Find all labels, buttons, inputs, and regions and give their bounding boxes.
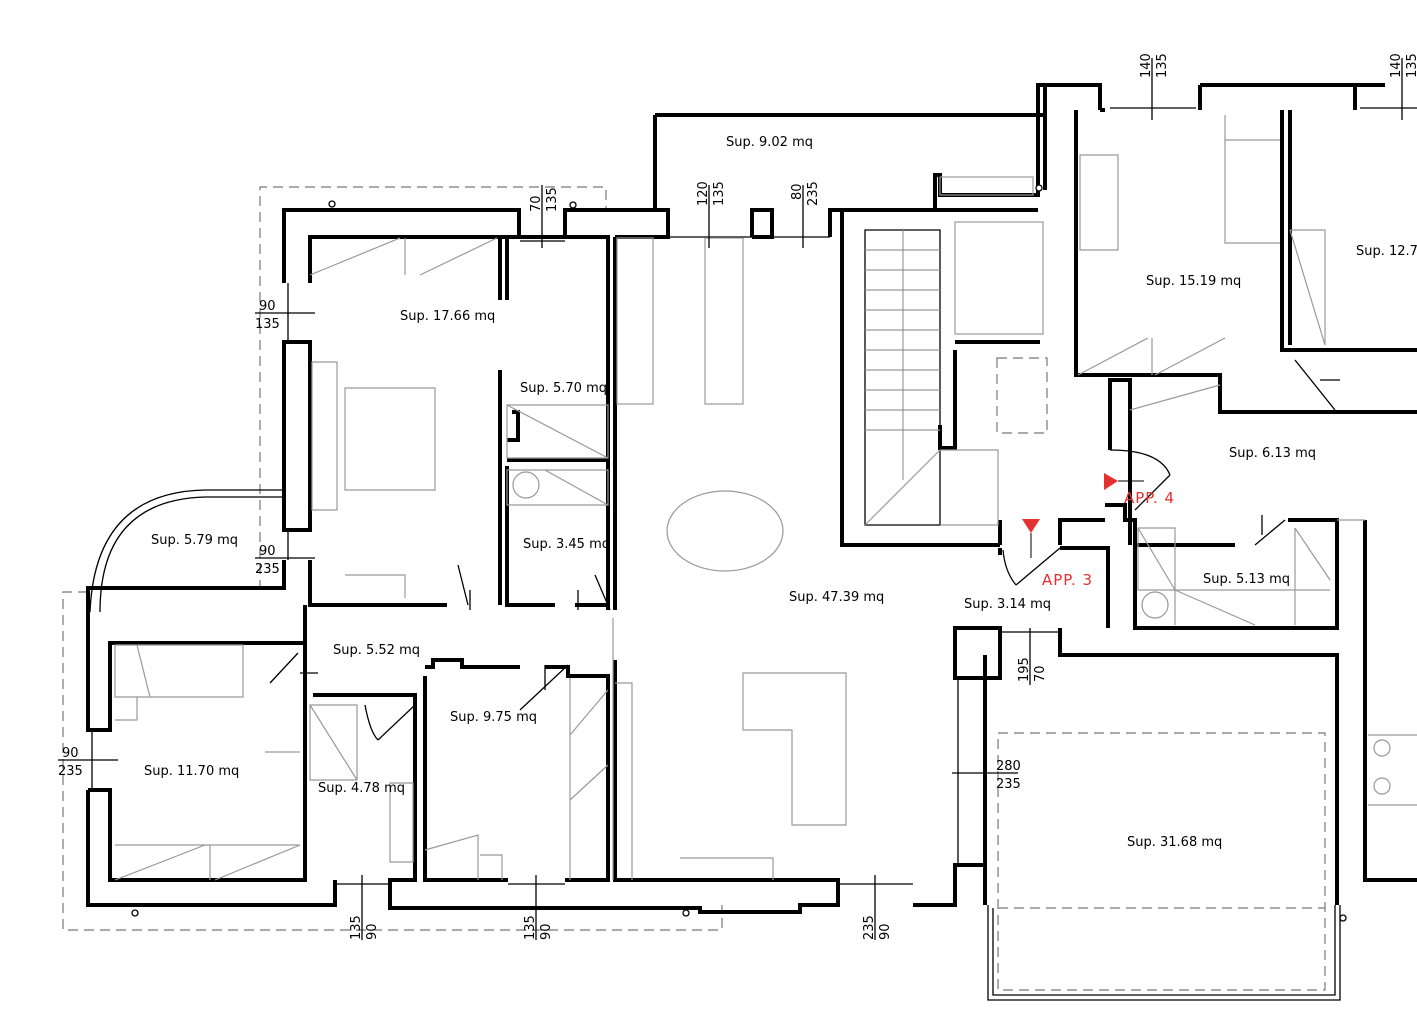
room-label: Sup. 5.70 mq — [520, 381, 607, 396]
dimension-value: 135 — [349, 915, 364, 940]
dimensions: 70 135 120 135 80 235 140 135 140 135 90… — [58, 53, 1417, 940]
dimension-value: 90 — [259, 299, 276, 314]
dimension-value: 235 — [806, 181, 821, 206]
dimension-value: 70 — [529, 195, 544, 212]
room-label: Sup. 47.39 mq — [789, 590, 884, 605]
apartment-label-app4: APP. 4 — [1124, 489, 1175, 507]
windows — [89, 107, 1417, 1001]
room-label: Sup. 11.70 mq — [144, 764, 239, 779]
room-labels: Sup. 9.02 mq Sup. 17.66 mq Sup. 5.70 mq … — [144, 135, 1417, 850]
doors — [269, 359, 1340, 741]
dimension-value: 90 — [365, 923, 380, 940]
room-label: Sup. 31.68 mq — [1127, 835, 1222, 850]
walls — [86, 83, 1417, 914]
dimension-value: 140 — [1389, 53, 1404, 78]
downpipes — [131, 184, 1347, 922]
dimension-value: 90 — [539, 923, 554, 940]
room-label: Sup. 5.52 mq — [333, 643, 420, 658]
dimension-value: 280 — [996, 759, 1021, 774]
entrance-arrow-app3 — [1022, 519, 1040, 533]
dimension-value: 135 — [1155, 53, 1170, 78]
dimension-value: 135 — [255, 317, 280, 332]
dimension-value: 140 — [1139, 53, 1154, 78]
dimension-value: 120 — [696, 181, 711, 206]
room-label: Sup. 4.78 mq — [318, 781, 405, 796]
room-label: Sup. 5.13 mq — [1203, 572, 1290, 587]
dimension-value: 135 — [712, 181, 727, 206]
terrace-outlines — [62, 186, 1326, 991]
room-label: Sup. 12.77 m — [1356, 244, 1417, 259]
dimension-value: 135 — [545, 187, 560, 212]
room-label: Sup. 3.45 mq — [523, 537, 610, 552]
room-label: Sup. 5.79 mq — [151, 533, 238, 548]
apartment-label-app3: APP. 3 — [1042, 571, 1093, 589]
dimension-value: 235 — [862, 915, 877, 940]
room-label: Sup. 15.19 mq — [1146, 274, 1241, 289]
dimension-value: 90 — [62, 746, 79, 761]
dimension-value: 235 — [58, 764, 83, 779]
room-label: Sup. 3.14 mq — [964, 597, 1051, 612]
dimension-value: 135 — [523, 915, 538, 940]
furniture — [114, 115, 1417, 881]
room-label: Sup. 9.75 mq — [450, 710, 537, 725]
room-label: Sup. 6.13 mq — [1229, 446, 1316, 461]
dimension-value: 80 — [790, 183, 805, 200]
dimension-value: 90 — [259, 544, 276, 559]
dimension-value: 195 — [1017, 657, 1032, 682]
dimension-value: 235 — [255, 562, 280, 577]
dimension-value: 135 — [1405, 53, 1417, 78]
dimension-value: 70 — [1033, 665, 1048, 682]
dimension-value: 235 — [996, 777, 1021, 792]
dimension-value: 90 — [878, 923, 893, 940]
entrance-markers — [1022, 473, 1144, 558]
room-label: Sup. 9.02 mq — [726, 135, 813, 150]
entrance-arrow-app4 — [1104, 473, 1118, 490]
room-label: Sup. 17.66 mq — [400, 309, 495, 324]
